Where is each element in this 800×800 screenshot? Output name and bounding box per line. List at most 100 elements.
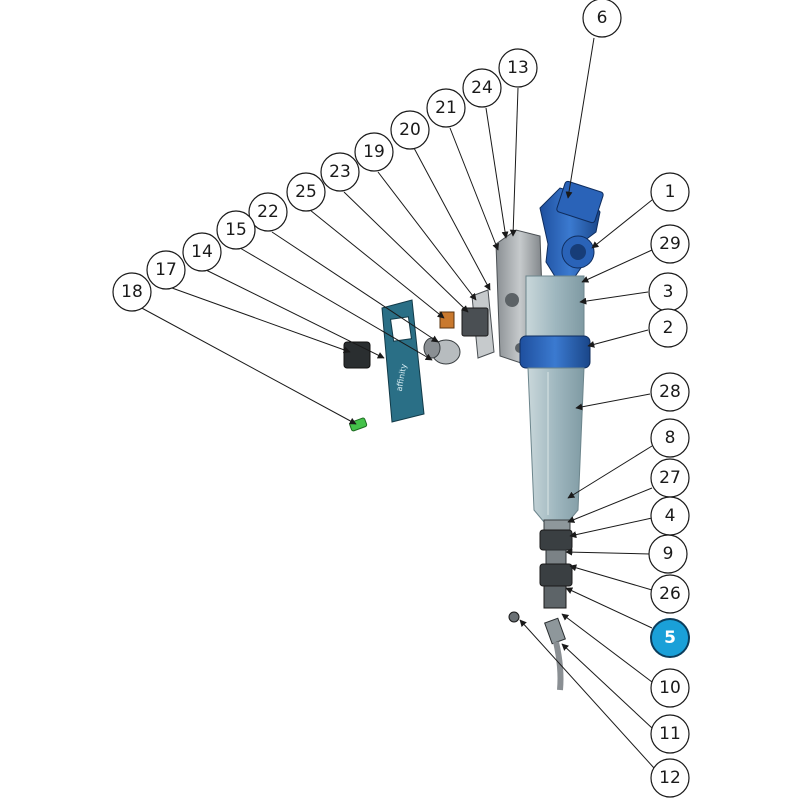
- callout-14: 14: [182, 232, 222, 272]
- callout-29: 29: [650, 224, 690, 264]
- callout-9: 9: [648, 534, 688, 574]
- module-block: [461, 307, 489, 337]
- callout-3: 3: [648, 272, 688, 312]
- drain-hose: [553, 641, 564, 691]
- callout-2: 2: [648, 308, 688, 348]
- leader-15: [239, 247, 433, 361]
- svg-text:6: 6: [597, 8, 608, 28]
- svg-text:13: 13: [507, 58, 529, 78]
- leader-14: [205, 269, 385, 359]
- callout-15: 15: [216, 210, 256, 250]
- svg-text:1: 1: [665, 182, 676, 202]
- svg-text:20: 20: [399, 120, 421, 140]
- callout-20: 20: [390, 110, 430, 150]
- callout-13: 13: [498, 48, 538, 88]
- controller-parts: affinity: [343, 289, 495, 432]
- connector-box: [343, 341, 371, 369]
- callout-17: 17: [146, 250, 186, 290]
- svg-text:14: 14: [191, 242, 213, 262]
- green-plug: [349, 417, 368, 432]
- leader-28: [575, 393, 651, 411]
- fitting-5: [543, 585, 567, 609]
- leader-18: [137, 305, 357, 425]
- svg-text:8: 8: [665, 428, 676, 448]
- leader-11: [561, 643, 653, 729]
- svg-text:18: 18: [121, 282, 143, 302]
- callout-21: 21: [426, 88, 466, 128]
- svg-text:3: 3: [663, 282, 674, 302]
- valve-10: [544, 617, 566, 645]
- leader-19: [377, 171, 477, 301]
- svg-text:22: 22: [257, 202, 279, 222]
- svg-text:4: 4: [665, 506, 676, 526]
- svg-text:19: 19: [363, 142, 385, 162]
- leader-5: [565, 587, 653, 629]
- leader-26: [569, 564, 653, 591]
- callout-22: 22: [248, 192, 288, 232]
- svg-text:25: 25: [295, 182, 317, 202]
- clear-bowl: [527, 367, 585, 523]
- leader-12: [519, 619, 655, 769]
- svg-text:12: 12: [659, 768, 681, 788]
- svg-text:11: 11: [659, 724, 681, 744]
- leader-23: [343, 191, 469, 313]
- leader-20: [413, 147, 491, 291]
- fitting-27: [543, 519, 571, 531]
- callout-28: 28: [650, 372, 690, 412]
- filter-assembly: [495, 180, 604, 691]
- callout-19: 19: [354, 132, 394, 172]
- leader-21: [449, 127, 499, 251]
- svg-text:24: 24: [471, 78, 493, 98]
- callout-5-highlighted[interactable]: 5: [650, 618, 690, 658]
- svg-text:15: 15: [225, 220, 247, 240]
- leader-27: [567, 487, 653, 523]
- svg-text:10: 10: [659, 678, 681, 698]
- fitting-4: [539, 529, 573, 551]
- svg-text:26: 26: [659, 584, 681, 604]
- callout-10: 10: [650, 668, 690, 708]
- housing-port: [505, 293, 519, 307]
- callout-1: 1: [650, 172, 690, 212]
- svg-text:23: 23: [329, 162, 351, 182]
- callout-18: 18: [112, 272, 152, 312]
- leader-9: [565, 548, 651, 556]
- leader-10: [561, 613, 653, 683]
- svg-text:29: 29: [659, 234, 681, 254]
- svg-text:17: 17: [155, 260, 177, 280]
- leader-4: [569, 517, 653, 539]
- svg-text:21: 21: [435, 98, 457, 118]
- leader-25: [309, 209, 445, 319]
- callout-23: 23: [320, 152, 360, 192]
- bowl-ring: [519, 335, 591, 369]
- leader-13: [509, 87, 519, 237]
- screw-12: [508, 611, 520, 623]
- svg-text:2: 2: [663, 318, 674, 338]
- leader-24: [485, 107, 509, 239]
- leader-3: [579, 291, 649, 305]
- callout-26: 26: [650, 574, 690, 614]
- svg-text:27: 27: [659, 468, 681, 488]
- panel-window: [389, 316, 413, 342]
- orange-chip: [439, 311, 455, 329]
- svg-text:9: 9: [663, 544, 674, 564]
- callout-6: 6: [582, 0, 622, 38]
- sensor-ring: [423, 337, 441, 359]
- callout-4: 4: [650, 496, 690, 536]
- callout-27: 27: [650, 458, 690, 498]
- callouts: 6 13 24 21 20 19 23 25 22 15 14 17 18 1 …: [112, 0, 690, 798]
- bowl-top: [525, 275, 585, 337]
- svg-text:28: 28: [659, 382, 681, 402]
- svg-text:5: 5: [664, 628, 676, 648]
- leader-22: [271, 231, 439, 343]
- callout-24: 24: [462, 68, 502, 108]
- leader-17: [171, 287, 351, 354]
- leader-1: [591, 199, 653, 249]
- leader-6: [565, 37, 595, 199]
- leader-29: [581, 249, 653, 283]
- callout-11: 11: [650, 714, 690, 754]
- leader-8: [567, 445, 653, 499]
- leader-lines: [137, 37, 655, 769]
- callout-25: 25: [286, 172, 326, 212]
